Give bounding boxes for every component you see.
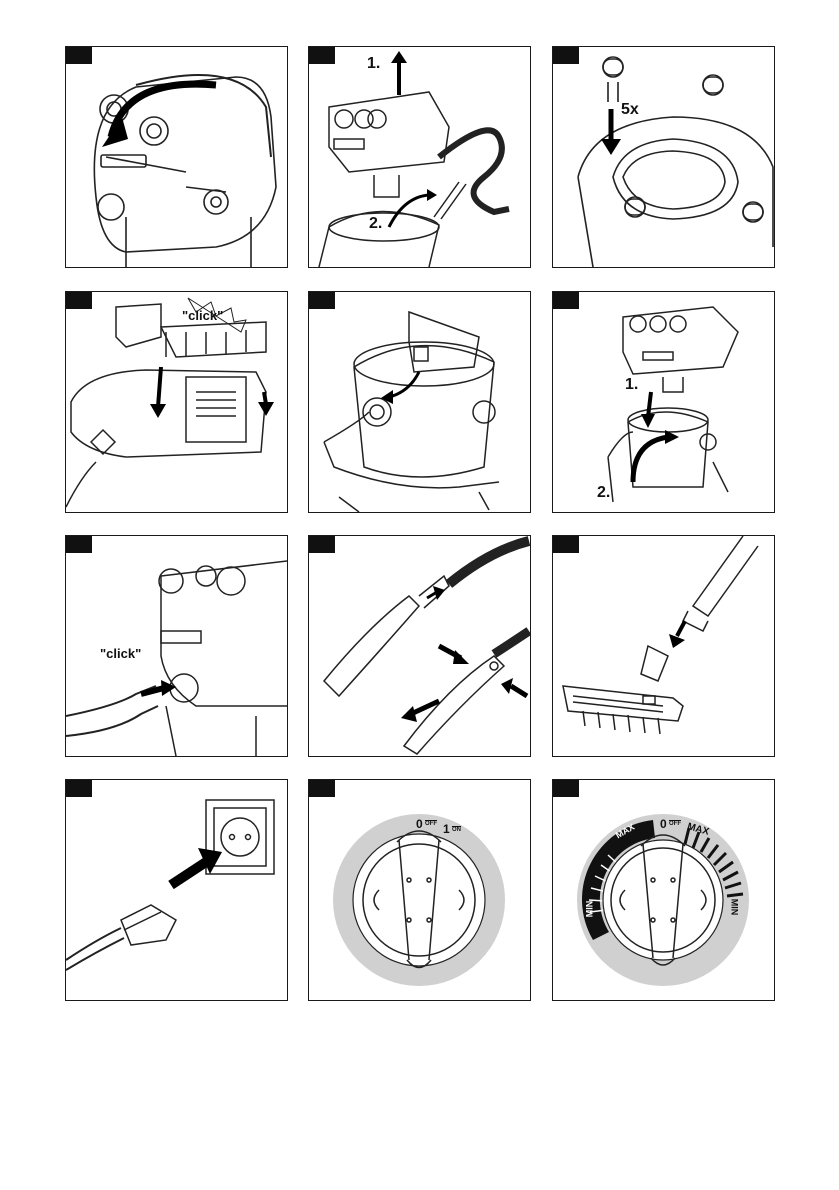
step-2-label: 2.: [597, 484, 610, 502]
vacuum-lid-unlock-icon: [66, 47, 287, 267]
panel-11: 0 OFF 1 ON: [308, 779, 531, 1001]
step-2-label: 2.: [369, 215, 382, 233]
panel-2: 1. 2.: [308, 46, 531, 268]
remove-head-and-hose-icon: [309, 47, 530, 267]
panel-1: [65, 46, 288, 268]
panel-3: 5x: [552, 46, 775, 268]
panel-8: [308, 535, 531, 757]
suction-regulator-dial-icon: [553, 780, 774, 1000]
panel-5: [308, 291, 531, 513]
step-1-label: 1.: [625, 376, 638, 394]
panel-10: [65, 779, 288, 1001]
panel-9: [552, 535, 775, 757]
click-label: "click": [100, 646, 141, 661]
caster-wheels-icon: [553, 47, 774, 267]
hose-handle-connect-icon: [309, 536, 530, 756]
min-left-label: MIN: [584, 901, 594, 918]
step-1-label: 1.: [367, 55, 380, 73]
attach-head-icon: [553, 292, 774, 512]
filter-cassette-click-icon: [66, 292, 287, 512]
panel-7: "click": [65, 535, 288, 757]
plug-into-socket-icon: [66, 780, 287, 1000]
panel-6: 1. 2.: [552, 291, 775, 513]
click-label: "click": [182, 308, 223, 323]
on-position-label: ON: [452, 826, 461, 834]
floor-nozzle-attach-icon: [553, 536, 774, 756]
insert-filter-bag-icon: [309, 292, 530, 512]
off-position-label: OFF: [425, 820, 437, 828]
panel-4: "click": [65, 291, 288, 513]
on-position-number: 1: [443, 822, 450, 836]
min-right-label: MIN: [729, 899, 739, 916]
off-position-number: 0: [660, 817, 667, 831]
on-off-switch-icon: [309, 780, 530, 1000]
panel-12: MAX 0 OFF MAX MIN MIN: [552, 779, 775, 1001]
off-position-label: OFF: [669, 820, 681, 828]
off-position-number: 0: [416, 817, 423, 831]
count-label: 5x: [621, 101, 639, 119]
